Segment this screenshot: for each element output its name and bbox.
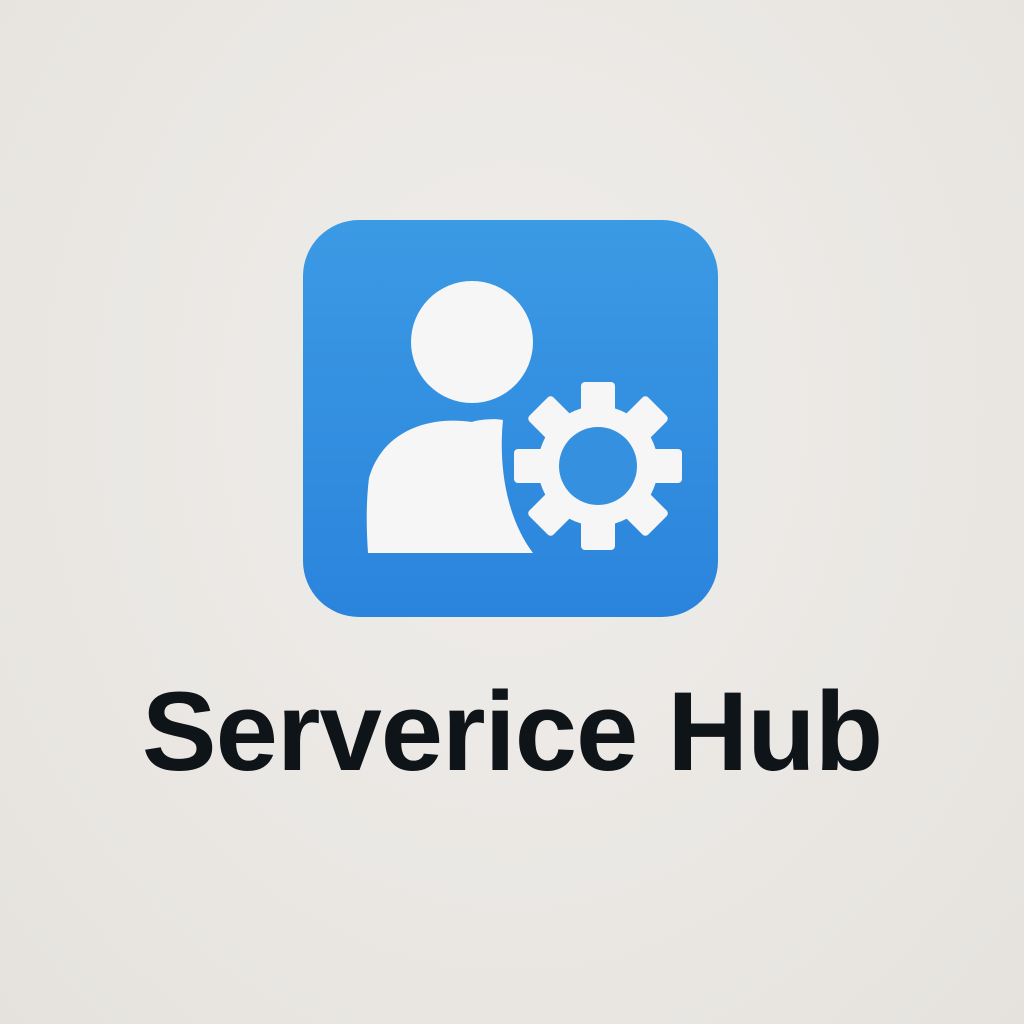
gear-icon [514,382,682,550]
brand-name: Serverice Hub [141,669,883,794]
app-icon [303,220,718,617]
person-head [411,281,533,403]
user-gear-icon [366,281,682,553]
person-body [366,419,533,553]
